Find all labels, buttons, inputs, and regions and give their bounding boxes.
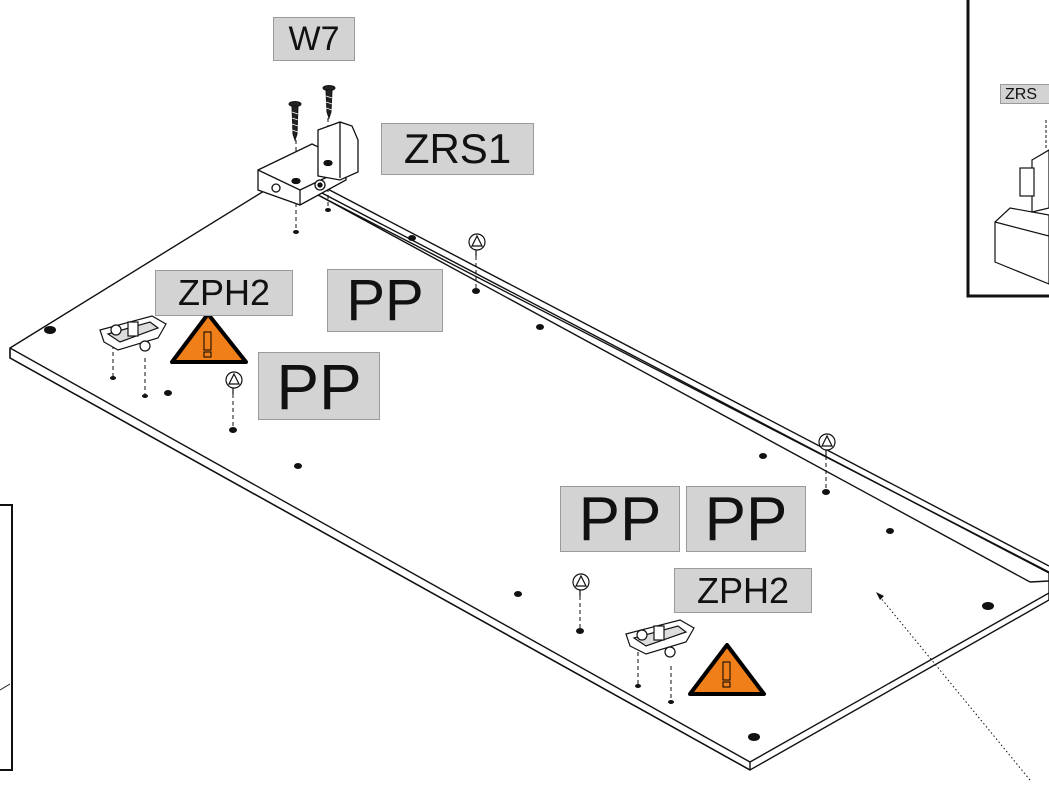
- dowel-icon: [818, 433, 836, 456]
- hinge-plate-icon: [625, 619, 695, 658]
- screw-icon: [288, 101, 302, 142]
- panel-board: [9, 177, 1049, 771]
- screw-icon: [322, 85, 336, 120]
- warning-icon: !: [0, 0, 766, 696]
- dowel-icon: [468, 233, 486, 256]
- pp-label-bottom-left: PP: [560, 486, 680, 552]
- zrs1-label: ZRS1: [381, 123, 534, 175]
- zph2-label-left: ZPH2: [155, 270, 293, 316]
- dowel-icon: [572, 573, 590, 596]
- pointer-arrow: [876, 592, 1031, 781]
- detail-inset-right: [966, 0, 1049, 298]
- pp-label-bottom-right: PP: [686, 486, 806, 552]
- warning-icon: !: [0, 0, 248, 364]
- dowel-icon: [225, 371, 243, 394]
- pp-label-left: PP: [258, 352, 380, 420]
- detail-inset-label: ZRS: [1000, 84, 1049, 104]
- detail-inset-left: [0, 504, 13, 771]
- panel-holes: [44, 208, 994, 741]
- w7-label: W7: [273, 17, 355, 61]
- pp-label-top: PP: [327, 269, 443, 332]
- hinge-plate-icon: [99, 315, 167, 352]
- warning-exclamation: !: [0, 0, 1, 1]
- zph2-label-right: ZPH2: [674, 568, 812, 613]
- bracket-icon: [257, 121, 359, 206]
- warning-exclamation: !: [0, 0, 1, 1]
